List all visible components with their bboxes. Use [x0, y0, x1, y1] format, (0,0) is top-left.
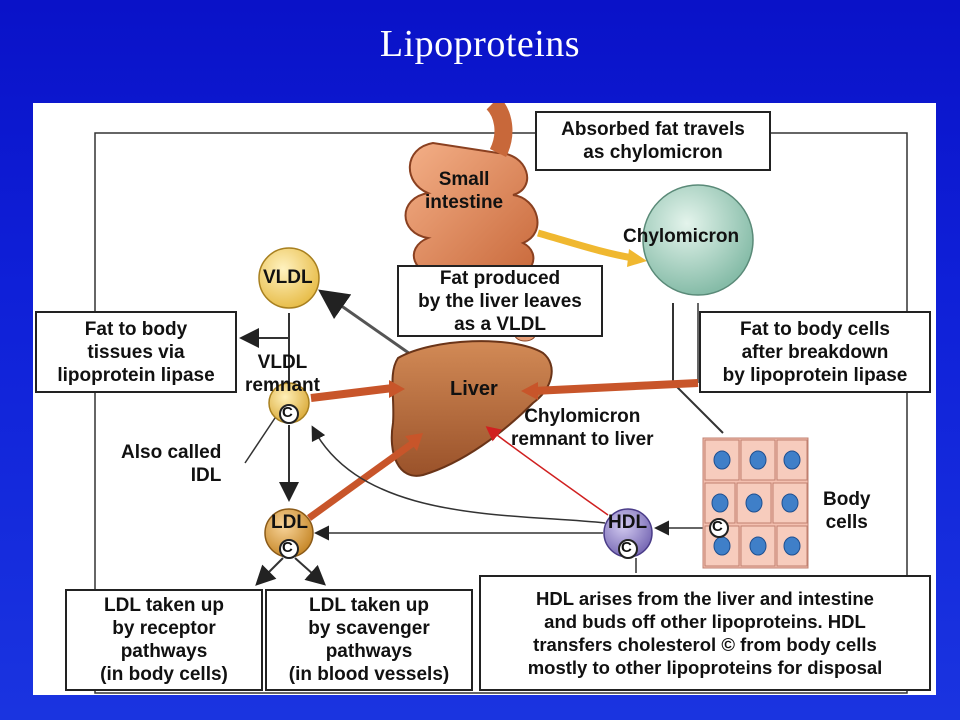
hdl-info-box: HDL arises from the liver and intestine … [479, 575, 931, 691]
slide-title: Lipoproteins [379, 23, 581, 65]
hdl-label: HDL [608, 512, 648, 533]
idl-pointer-line [244, 417, 276, 464]
vldl-remnant-label: VLDL remnant [245, 352, 320, 396]
body-cells-grid [702, 437, 809, 569]
fat-to-tissues-box: Fat to body tissues via lipoprotein lipa… [35, 311, 237, 393]
chylomicron-label: Chylomicron [623, 226, 740, 247]
fat-by-liver-box: Fat produced by the liver leaves as a VL… [397, 265, 603, 337]
arrow-hdl-to-liver [485, 426, 609, 516]
arrow-chylo-remnant-to-liver [532, 379, 699, 395]
cholesterol-symbol-icons [279, 404, 729, 559]
also-called-idl-label: Also called IDL [121, 442, 222, 486]
arrow-ldl-to-liver [306, 440, 416, 521]
arrow-remnant-to-liver [310, 384, 394, 402]
cholesterol-c-remnant: C [282, 404, 293, 421]
arrow-hdl-to-remnant [311, 425, 606, 524]
cholesterol-c-hdl: C [621, 539, 632, 556]
ldl-label: LDL [271, 512, 308, 533]
diagram-panel: C C C C Small intestine Chylomicron VLDL… [33, 103, 936, 695]
arrow-intestine-to-chylomicron [537, 229, 634, 262]
ldl-receptor-box: LDL taken up by receptor pathways (in bo… [65, 589, 263, 691]
cholesterol-c-ldl: C [282, 539, 293, 556]
chylomicron-sphere [642, 184, 754, 296]
arrow-liver-to-vldl [318, 289, 424, 365]
absorbed-fat-box: Absorbed fat travels as chylomicron [535, 111, 771, 171]
chylomicron-remnant-label: Chylomicron remnant to liver [511, 406, 654, 450]
fat-to-cells-box: Fat to body cells after breakdown by lip… [699, 311, 931, 393]
small-intestine-label: Small intestine [425, 169, 504, 213]
body-cells-label: Body cells [823, 489, 871, 533]
cholesterol-c-cells: C [712, 518, 723, 535]
ldl-scavenger-box: LDL taken up by scavenger pathways (in b… [265, 589, 473, 691]
liver-label: Liver [450, 378, 498, 400]
vldl-sphere [258, 247, 320, 309]
vldl-label: VLDL [263, 267, 313, 288]
